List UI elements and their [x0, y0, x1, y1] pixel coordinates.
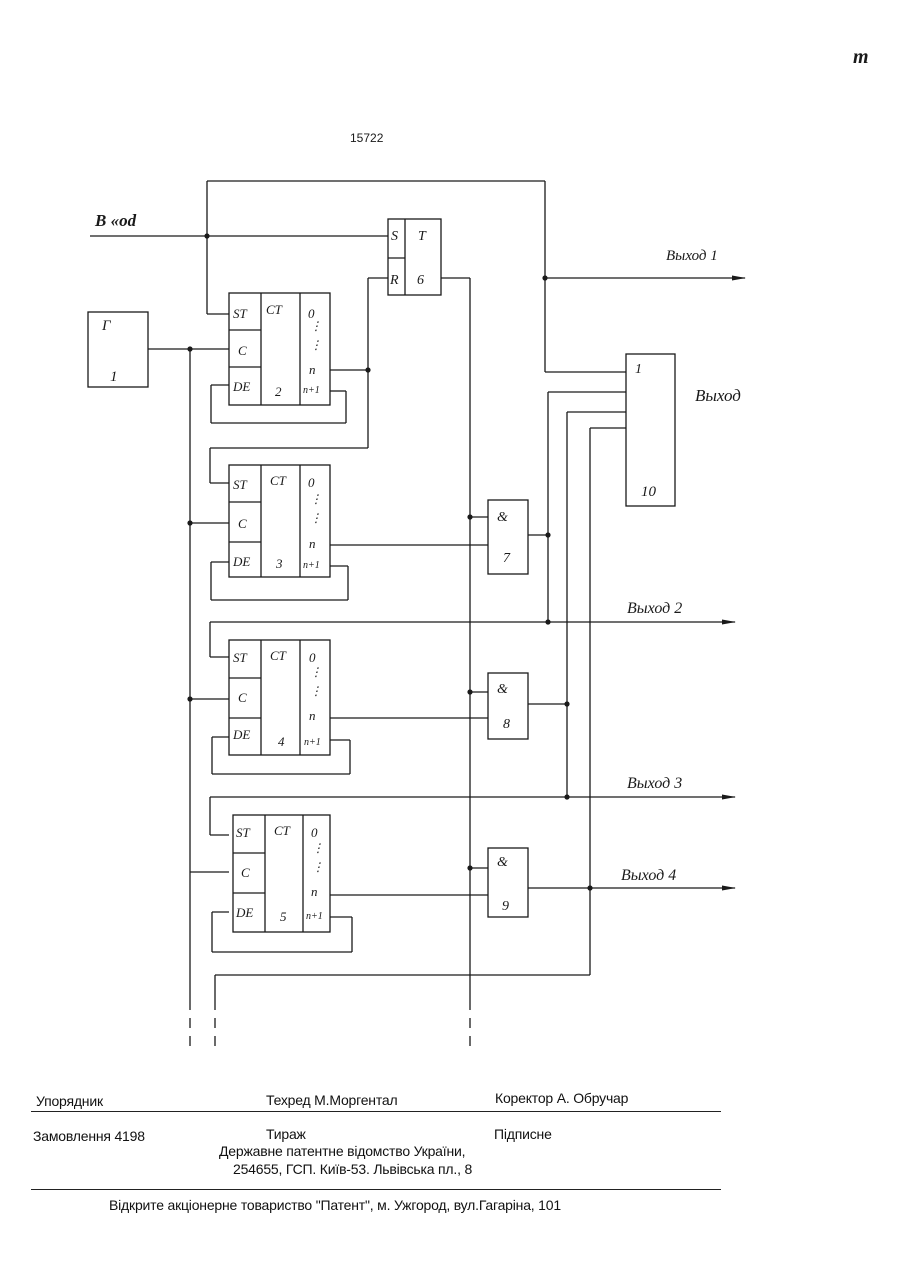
output-3-label: Выход 3 — [627, 775, 682, 792]
generator-number: 1 — [110, 369, 118, 385]
or-gate-number: 10 — [641, 484, 657, 500]
trigger-s-label: S — [391, 229, 398, 244]
counter-number: 2 — [275, 384, 282, 399]
counter-pin-c: C — [241, 865, 250, 880]
counter-out-n: n — [309, 708, 316, 723]
counter-out-n1: n+1 — [304, 737, 321, 748]
counter-out-n1: n+1 — [303, 385, 320, 396]
footer-compiler: Упорядник — [36, 1093, 103, 1109]
counter-header: CT — [270, 473, 287, 488]
counter-pin-c: C — [238, 516, 247, 531]
counter-out-n: n — [309, 362, 316, 377]
counter-out-dots-2: ⋮ — [312, 860, 324, 874]
and-gate: & 7 — [488, 500, 528, 574]
counter-pin-c: C — [238, 690, 247, 705]
counter-number: 3 — [275, 556, 283, 571]
output-4-label: Выход 4 — [621, 867, 676, 884]
or-gate-symbol: 1 — [635, 362, 642, 377]
or-gate: 1 10 — [626, 354, 675, 506]
counter-pin-st: ST — [233, 477, 248, 492]
counter-pin-de: DE — [232, 379, 250, 394]
counter-pin-de: DE — [232, 727, 250, 742]
counter-pin-st: ST — [233, 306, 248, 321]
gate-number: 7 — [503, 551, 511, 566]
counter-number: 4 — [278, 734, 285, 749]
counter-out-dots: ⋮ — [310, 319, 322, 333]
counter-block: ST C DE CT 4 0 ⋮ ⋮ n n+1 — [229, 640, 330, 755]
counter-block: ST C DE CT 3 0 ⋮ ⋮ n n+1 — [229, 465, 330, 577]
counter-out-dots: ⋮ — [310, 492, 322, 506]
counter-pin-st: ST — [236, 825, 251, 840]
counter-pin-st: ST — [233, 650, 248, 665]
counter-out-zero: 0 — [309, 650, 316, 665]
gate-number: 9 — [502, 899, 509, 914]
counter-out-dots-2: ⋮ — [310, 338, 322, 352]
counter-out-n: n — [311, 884, 318, 899]
counter-header: CT — [270, 648, 287, 663]
footer-address: 254655, ГСП. Київ-53. Львівська пл., 8 — [233, 1161, 472, 1177]
gate-number: 8 — [503, 717, 510, 732]
footer-agency: Державне патентне відомство України, — [219, 1143, 465, 1159]
corner-mark: m — [853, 46, 869, 68]
counter-pin-c: C — [238, 343, 247, 358]
counter-out-n1: n+1 — [306, 911, 323, 922]
counter-pin-de: DE — [232, 554, 250, 569]
gate-symbol: & — [497, 682, 508, 697]
counter-block: ST C DE CT 5 0 ⋮ ⋮ n n+1 — [233, 815, 330, 932]
counter-out-dots-2: ⋮ — [310, 511, 322, 525]
gate-symbol: & — [497, 510, 508, 525]
footer-rule-bottom — [31, 1189, 721, 1190]
output-main-label: Выход — [695, 386, 741, 405]
trigger-t-label: T — [418, 229, 427, 244]
trigger-block: S R T 6 — [388, 219, 441, 295]
footer-rule-top — [31, 1111, 721, 1112]
generator-block: Г 1 — [88, 312, 148, 387]
counter-out-n: n — [309, 536, 316, 551]
counter-out-n1: n+1 — [303, 560, 320, 571]
generator-name: Г — [101, 318, 112, 334]
counter-header: CT — [274, 823, 291, 838]
counter-pin-de: DE — [235, 905, 253, 920]
counter-out-zero: 0 — [311, 825, 318, 840]
counter-out-zero: 0 — [308, 475, 315, 490]
and-gate: & 9 — [488, 848, 528, 917]
counter-out-dots-2: ⋮ — [310, 684, 322, 698]
counter-out-dots: ⋮ — [312, 841, 324, 855]
footer-corrector: Коректор А. Обручар — [495, 1090, 628, 1106]
input-label: B «od — [94, 211, 137, 230]
output-1-label: Выход 1 — [666, 248, 718, 264]
gate-symbol: & — [497, 855, 508, 870]
footer-tech-editor: Техред М.Моргентал — [266, 1092, 397, 1108]
counter-number: 5 — [280, 909, 287, 924]
trigger-number: 6 — [417, 273, 424, 288]
counter-block: ST C DE CT 2 0 ⋮ ⋮ n n+1 — [229, 293, 330, 405]
footer-circulation: Тираж — [266, 1126, 306, 1142]
counter-out-dots: ⋮ — [310, 665, 322, 679]
counter-header: CT — [266, 302, 283, 317]
trigger-r-label: R — [389, 273, 399, 288]
page-number: 15722 — [350, 131, 384, 145]
output-2-label: Выход 2 — [627, 600, 682, 617]
footer-subscription: Підписне — [494, 1126, 552, 1142]
and-gate: & 8 — [488, 673, 528, 739]
footer-order: Замовлення 4198 — [33, 1128, 145, 1144]
footer-publisher: Відкрите акціонерне товариство "Патент",… — [109, 1197, 561, 1213]
